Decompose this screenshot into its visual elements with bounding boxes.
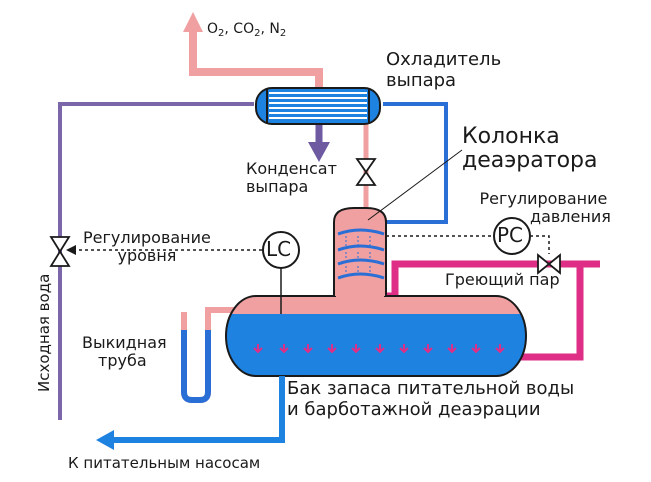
valve-icon (49, 236, 71, 267)
level-regulation-label: Регулирование уровня (83, 228, 211, 266)
lc-label: LC (266, 237, 292, 261)
valve-icon (355, 158, 377, 186)
overflow-pipe-label: Выкидная труба (82, 333, 167, 371)
tank-label: Бак запаса питательной воды и барботажно… (287, 378, 575, 420)
cooling-water-pipe (383, 102, 448, 224)
vapor-cooler (255, 87, 381, 125)
gas-outlet-label: O2, CO2, N2 (207, 21, 287, 39)
valve-icon (537, 253, 561, 275)
pressure-regulation-label: Регулирование давления (479, 189, 611, 227)
source-water-label: Исходная вода (35, 273, 53, 392)
arrow-left-icon (96, 430, 114, 450)
feed-water-tank (225, 295, 527, 377)
deaerator-column (333, 207, 387, 299)
heating-steam-label: Греющий пар (445, 270, 560, 289)
gas-outlet-pipe (189, 30, 323, 90)
steam-distributor (253, 344, 505, 354)
cooler-label: Охладитель выпара (386, 49, 502, 91)
pc-label: PC (497, 223, 524, 247)
condensate-label: Конденсат выпара (246, 159, 337, 197)
level-controller (262, 231, 300, 269)
feed-water-outlet-pipe (112, 376, 285, 443)
to-pumps-label: К питательным насосам (68, 454, 261, 472)
pressure-controller (493, 217, 531, 255)
column-label: Колонка деаэратора (462, 124, 598, 173)
arrow-down-icon (308, 142, 330, 162)
source-water-pipe (58, 102, 254, 420)
arrow-up-icon (183, 12, 203, 32)
